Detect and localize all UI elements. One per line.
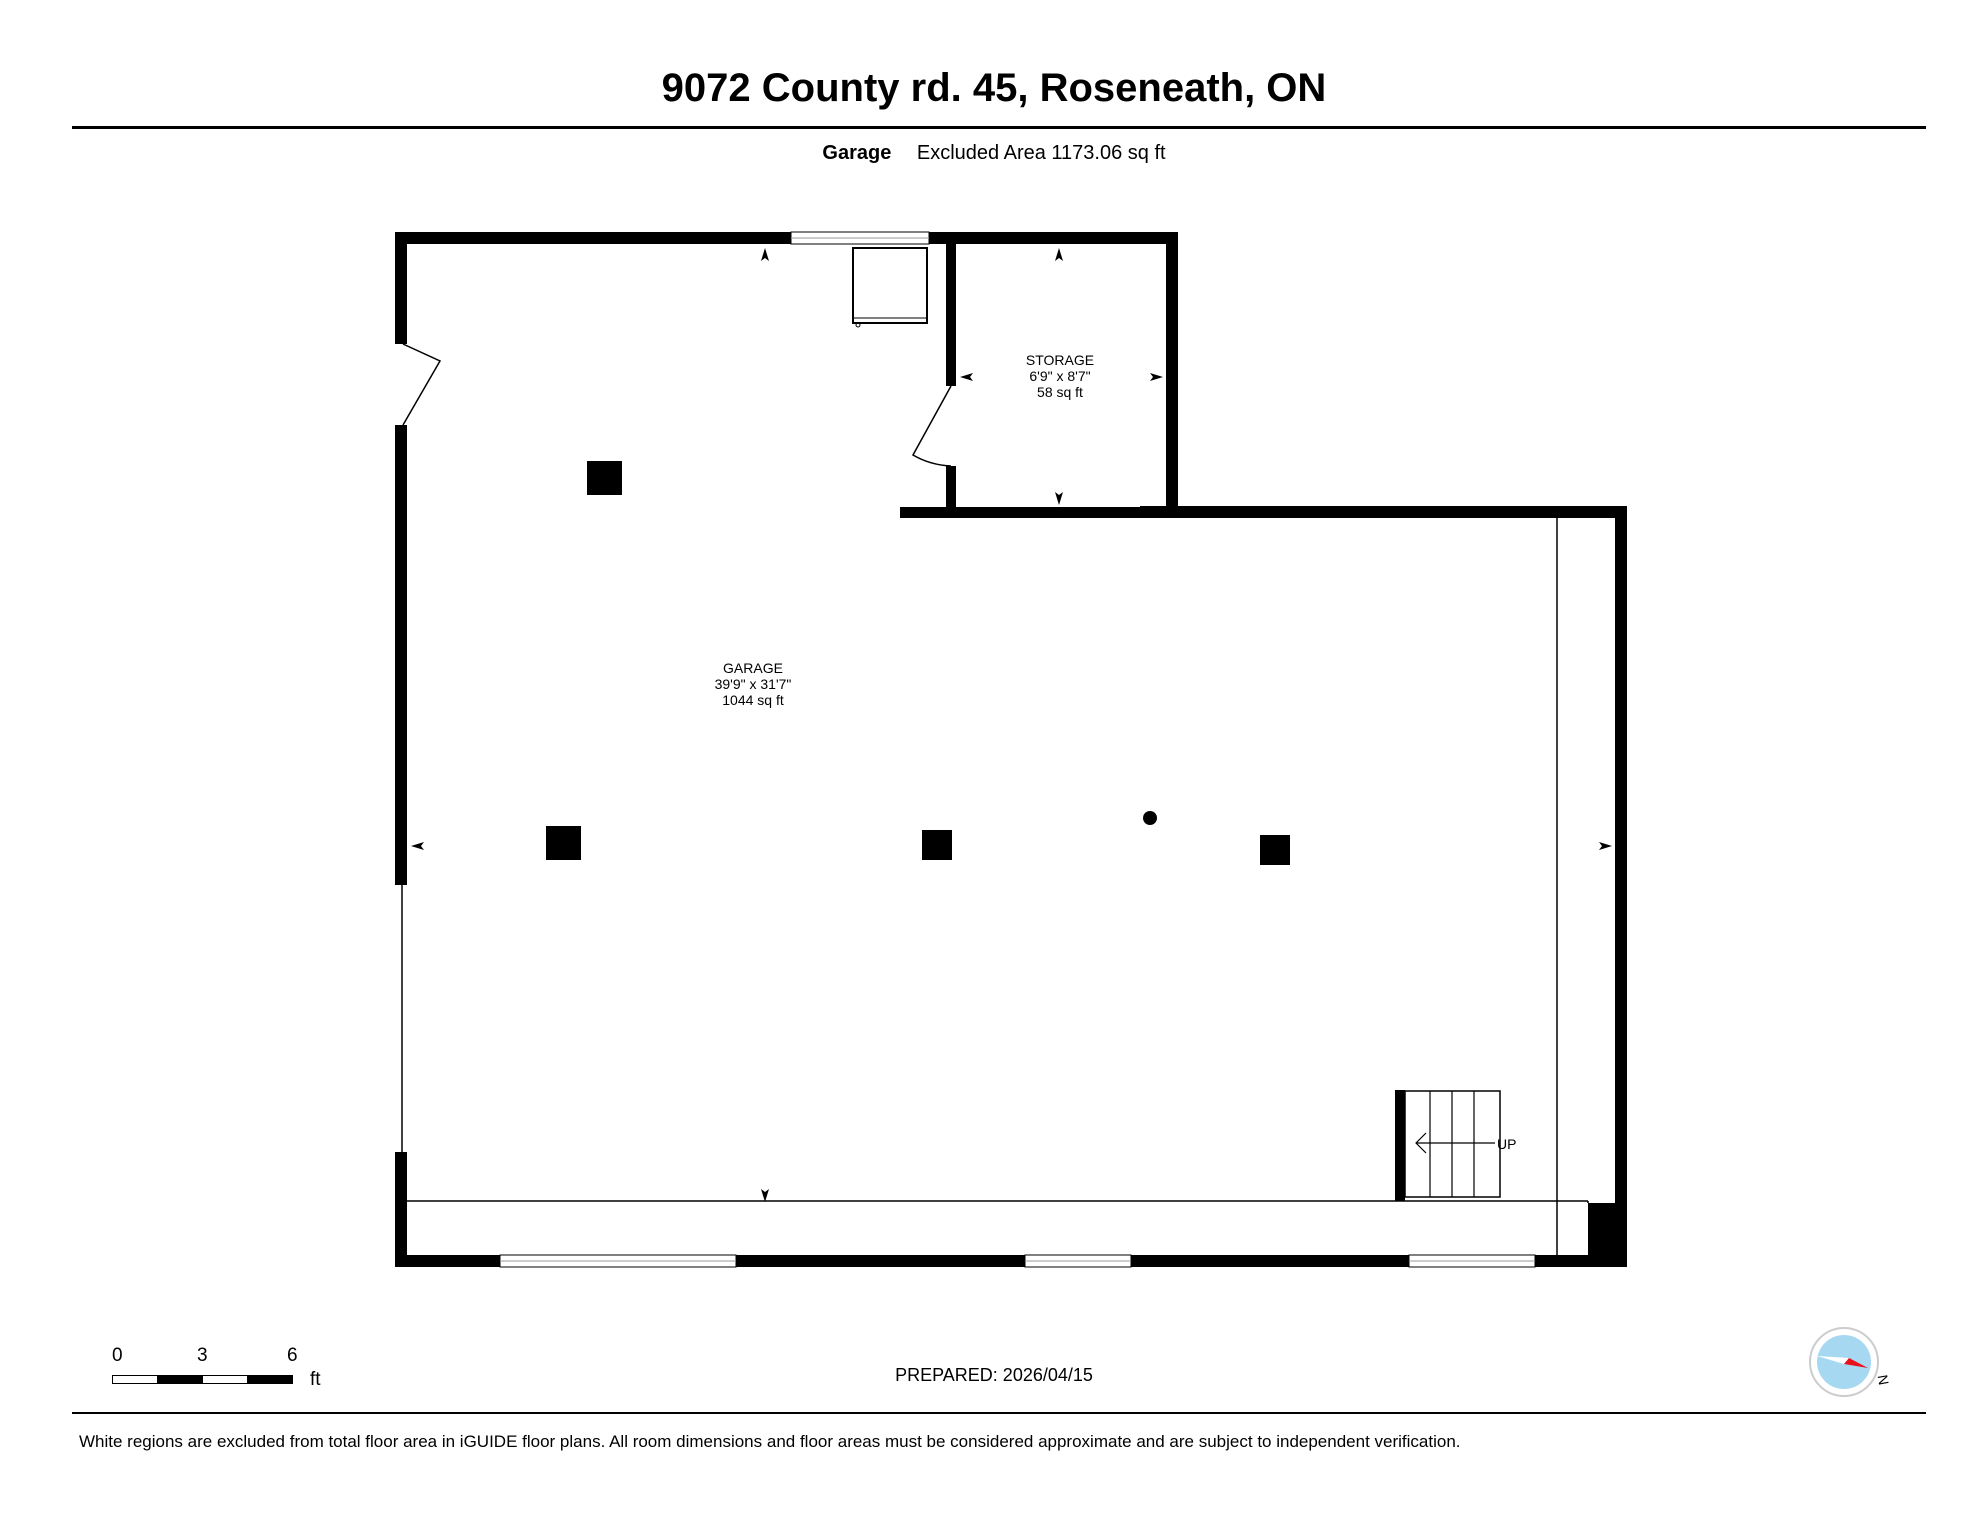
dimension-markers (411, 248, 1612, 1202)
stairs: UP (1395, 1090, 1516, 1201)
level-name: Garage (822, 142, 892, 164)
compass-icon: N (1809, 1327, 1892, 1397)
corner-post (1588, 1203, 1627, 1267)
scale-tick: 0 (112, 1345, 123, 1366)
walls (395, 232, 1627, 1267)
stairs-arrow-head (1415, 1132, 1427, 1154)
marker (1055, 248, 1063, 261)
post (922, 830, 952, 860)
wall-storage-bottom (900, 507, 1178, 518)
marker (960, 373, 973, 381)
room-area: 1044 sq ft (722, 692, 784, 708)
post (587, 461, 622, 495)
marker (1150, 373, 1163, 381)
post (546, 826, 581, 860)
marker (411, 842, 424, 850)
room-dimensions: 6'9" x 8'7" (1029, 368, 1090, 384)
windows (499, 231, 1536, 1268)
window-panes (500, 237, 1535, 1262)
marker (1599, 842, 1612, 850)
excluded-area: Excluded Area 1173.06 sq ft (916, 142, 1166, 164)
doors (402, 343, 952, 467)
scale-tick: 6 (287, 1345, 298, 1366)
room-dimensions: 39'9" x 31'7" (715, 676, 792, 692)
wall-bottom-3 (1131, 1255, 1409, 1267)
appliance (852, 247, 928, 328)
scale-unit: ft (310, 1369, 321, 1390)
footer-rule (72, 1412, 1926, 1414)
wall-right (1615, 506, 1627, 1267)
wall-top-storage (929, 232, 1178, 244)
marker (1055, 492, 1063, 505)
side-door (402, 343, 442, 426)
compass-needle (1844, 1358, 1868, 1368)
wall-storage-left-upper (946, 244, 956, 386)
stairs-label: UP (1497, 1136, 1516, 1152)
posts (546, 461, 1290, 865)
wall-top-left (395, 232, 791, 244)
wall-bottom-1 (395, 1255, 500, 1267)
thin-lines (401, 518, 1589, 1255)
page-title: 9072 County rd. 45, Roseneath, ON (661, 66, 1327, 110)
wall-storage-left-lower (946, 466, 956, 512)
wall-storage-right (1166, 232, 1178, 512)
wall-step-top (1140, 506, 1627, 518)
round-post (1143, 811, 1157, 825)
header-rule (72, 126, 1926, 129)
marker (761, 248, 769, 261)
marker (761, 1189, 769, 1202)
room-name: STORAGE (1026, 352, 1094, 368)
compass-label: N (1875, 1373, 1892, 1386)
room-area: 58 sq ft (1037, 384, 1083, 400)
scale-tick: 3 (197, 1345, 208, 1366)
storage-door (911, 385, 952, 467)
wall-left-middle (395, 425, 407, 885)
wall-bottom-2 (736, 1255, 1025, 1267)
wall-left-lower (395, 1152, 407, 1267)
level-summary: Garage Excluded Area 1173.06 sq ft (0, 142, 1988, 165)
wall-left-upper (395, 232, 407, 344)
room-name: GARAGE (723, 660, 783, 676)
prepared-date: PREPARED: 2026/04/15 (895, 1365, 1093, 1385)
disclaimer: White regions are excluded from total fl… (79, 1432, 1461, 1451)
room-labels: STORAGE 6'9" x 8'7" 58 sq ft GARAGE 39'9… (715, 352, 1094, 708)
post (1260, 835, 1290, 865)
